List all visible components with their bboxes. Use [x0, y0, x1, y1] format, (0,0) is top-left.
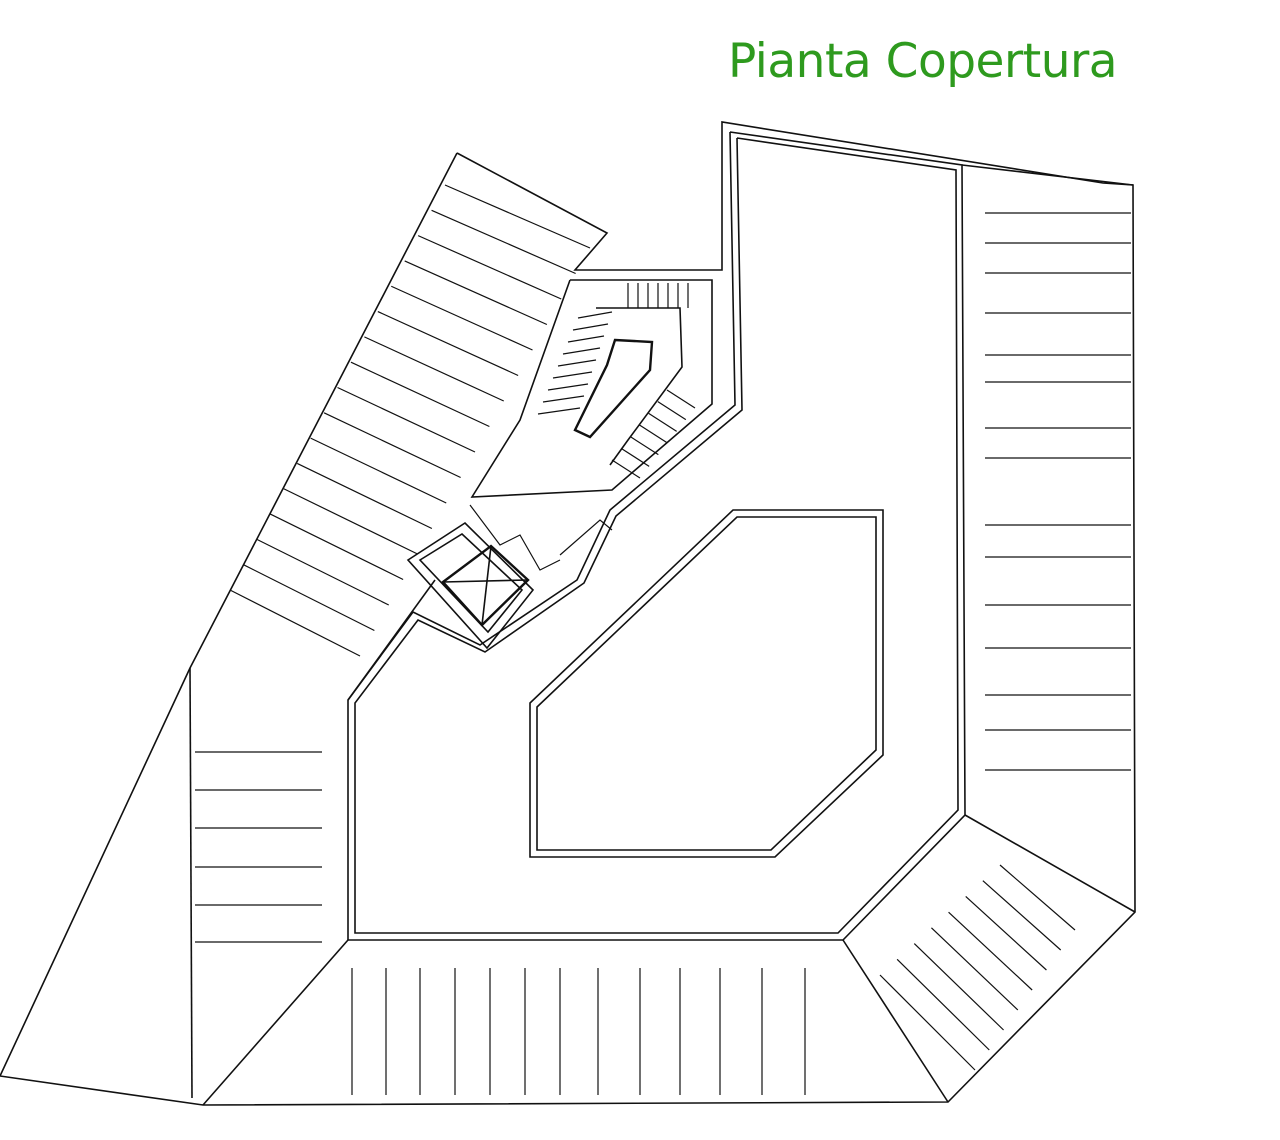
hatch-line	[229, 589, 361, 657]
stair-tread	[639, 424, 668, 444]
courtyard-inner	[536, 516, 877, 851]
elevator-cross-2	[481, 545, 492, 626]
hip-right-lower	[964, 814, 1136, 913]
hatch-line	[256, 538, 390, 606]
hatch-line	[377, 311, 519, 377]
hatch-line	[323, 412, 461, 479]
hip-bottom-right	[842, 939, 949, 1103]
left-ridge	[189, 667, 193, 1099]
hatch-bottom-right	[879, 864, 1076, 1071]
hatch-left-wing	[229, 184, 591, 657]
hatch-bottom	[351, 968, 806, 1095]
hatch-line	[913, 943, 1004, 1031]
stair-well	[573, 338, 654, 439]
partition-2	[559, 519, 613, 556]
hatch-line	[350, 361, 490, 428]
hatch-line	[283, 488, 418, 555]
elevator-cross-1	[442, 579, 529, 583]
hatch-line	[417, 235, 562, 300]
hatch-line	[896, 958, 990, 1051]
stair-tread	[648, 412, 677, 432]
stair-tread	[630, 436, 659, 456]
stair-tread	[657, 401, 687, 421]
hatch-left-lower	[195, 751, 322, 943]
hatch-line	[243, 564, 375, 632]
courtyard-outer	[529, 509, 884, 858]
hatch-line	[444, 184, 591, 249]
hatch-line	[999, 864, 1076, 931]
partition-1	[469, 504, 561, 571]
hatch-line	[310, 437, 447, 504]
hatch-line	[337, 386, 476, 453]
roof-perimeter-inner	[354, 137, 959, 934]
hatch-line	[948, 911, 1033, 991]
elevator-box-inner	[418, 532, 524, 634]
stair-tread	[620, 447, 650, 467]
plan-title: Pianta Copertura	[728, 34, 1118, 89]
stair-tread	[577, 311, 613, 319]
hatch-line	[391, 285, 533, 351]
hatch-line	[982, 880, 1062, 951]
hatch-line	[270, 513, 404, 581]
hip-bottom-left	[202, 939, 349, 1106]
stair-tread	[542, 395, 585, 403]
stair-tread	[567, 335, 605, 343]
stair-treads	[537, 283, 696, 479]
stair-tread	[547, 383, 589, 391]
stair-core-outline	[470, 279, 713, 498]
hatch-line	[431, 209, 576, 275]
top-right-edge	[961, 164, 1134, 186]
hatch-line	[364, 336, 505, 402]
elevator-box-outer	[406, 521, 535, 650]
stair-tread	[552, 371, 593, 379]
stair-tread	[562, 347, 601, 355]
hatch-line	[296, 462, 433, 530]
hatch-line	[965, 895, 1047, 971]
stair-tread	[572, 323, 609, 331]
west-edge-link	[347, 579, 436, 701]
stair-tread	[557, 359, 597, 367]
stair-tread	[611, 459, 641, 479]
stair-tread	[666, 389, 696, 409]
stair-tread	[537, 407, 581, 415]
hatch-right-wing	[985, 212, 1131, 771]
roof-perimeter-outer	[347, 131, 966, 941]
hatch-line	[879, 974, 976, 1071]
hatch-line	[404, 260, 548, 326]
hatch-line	[931, 927, 1019, 1011]
